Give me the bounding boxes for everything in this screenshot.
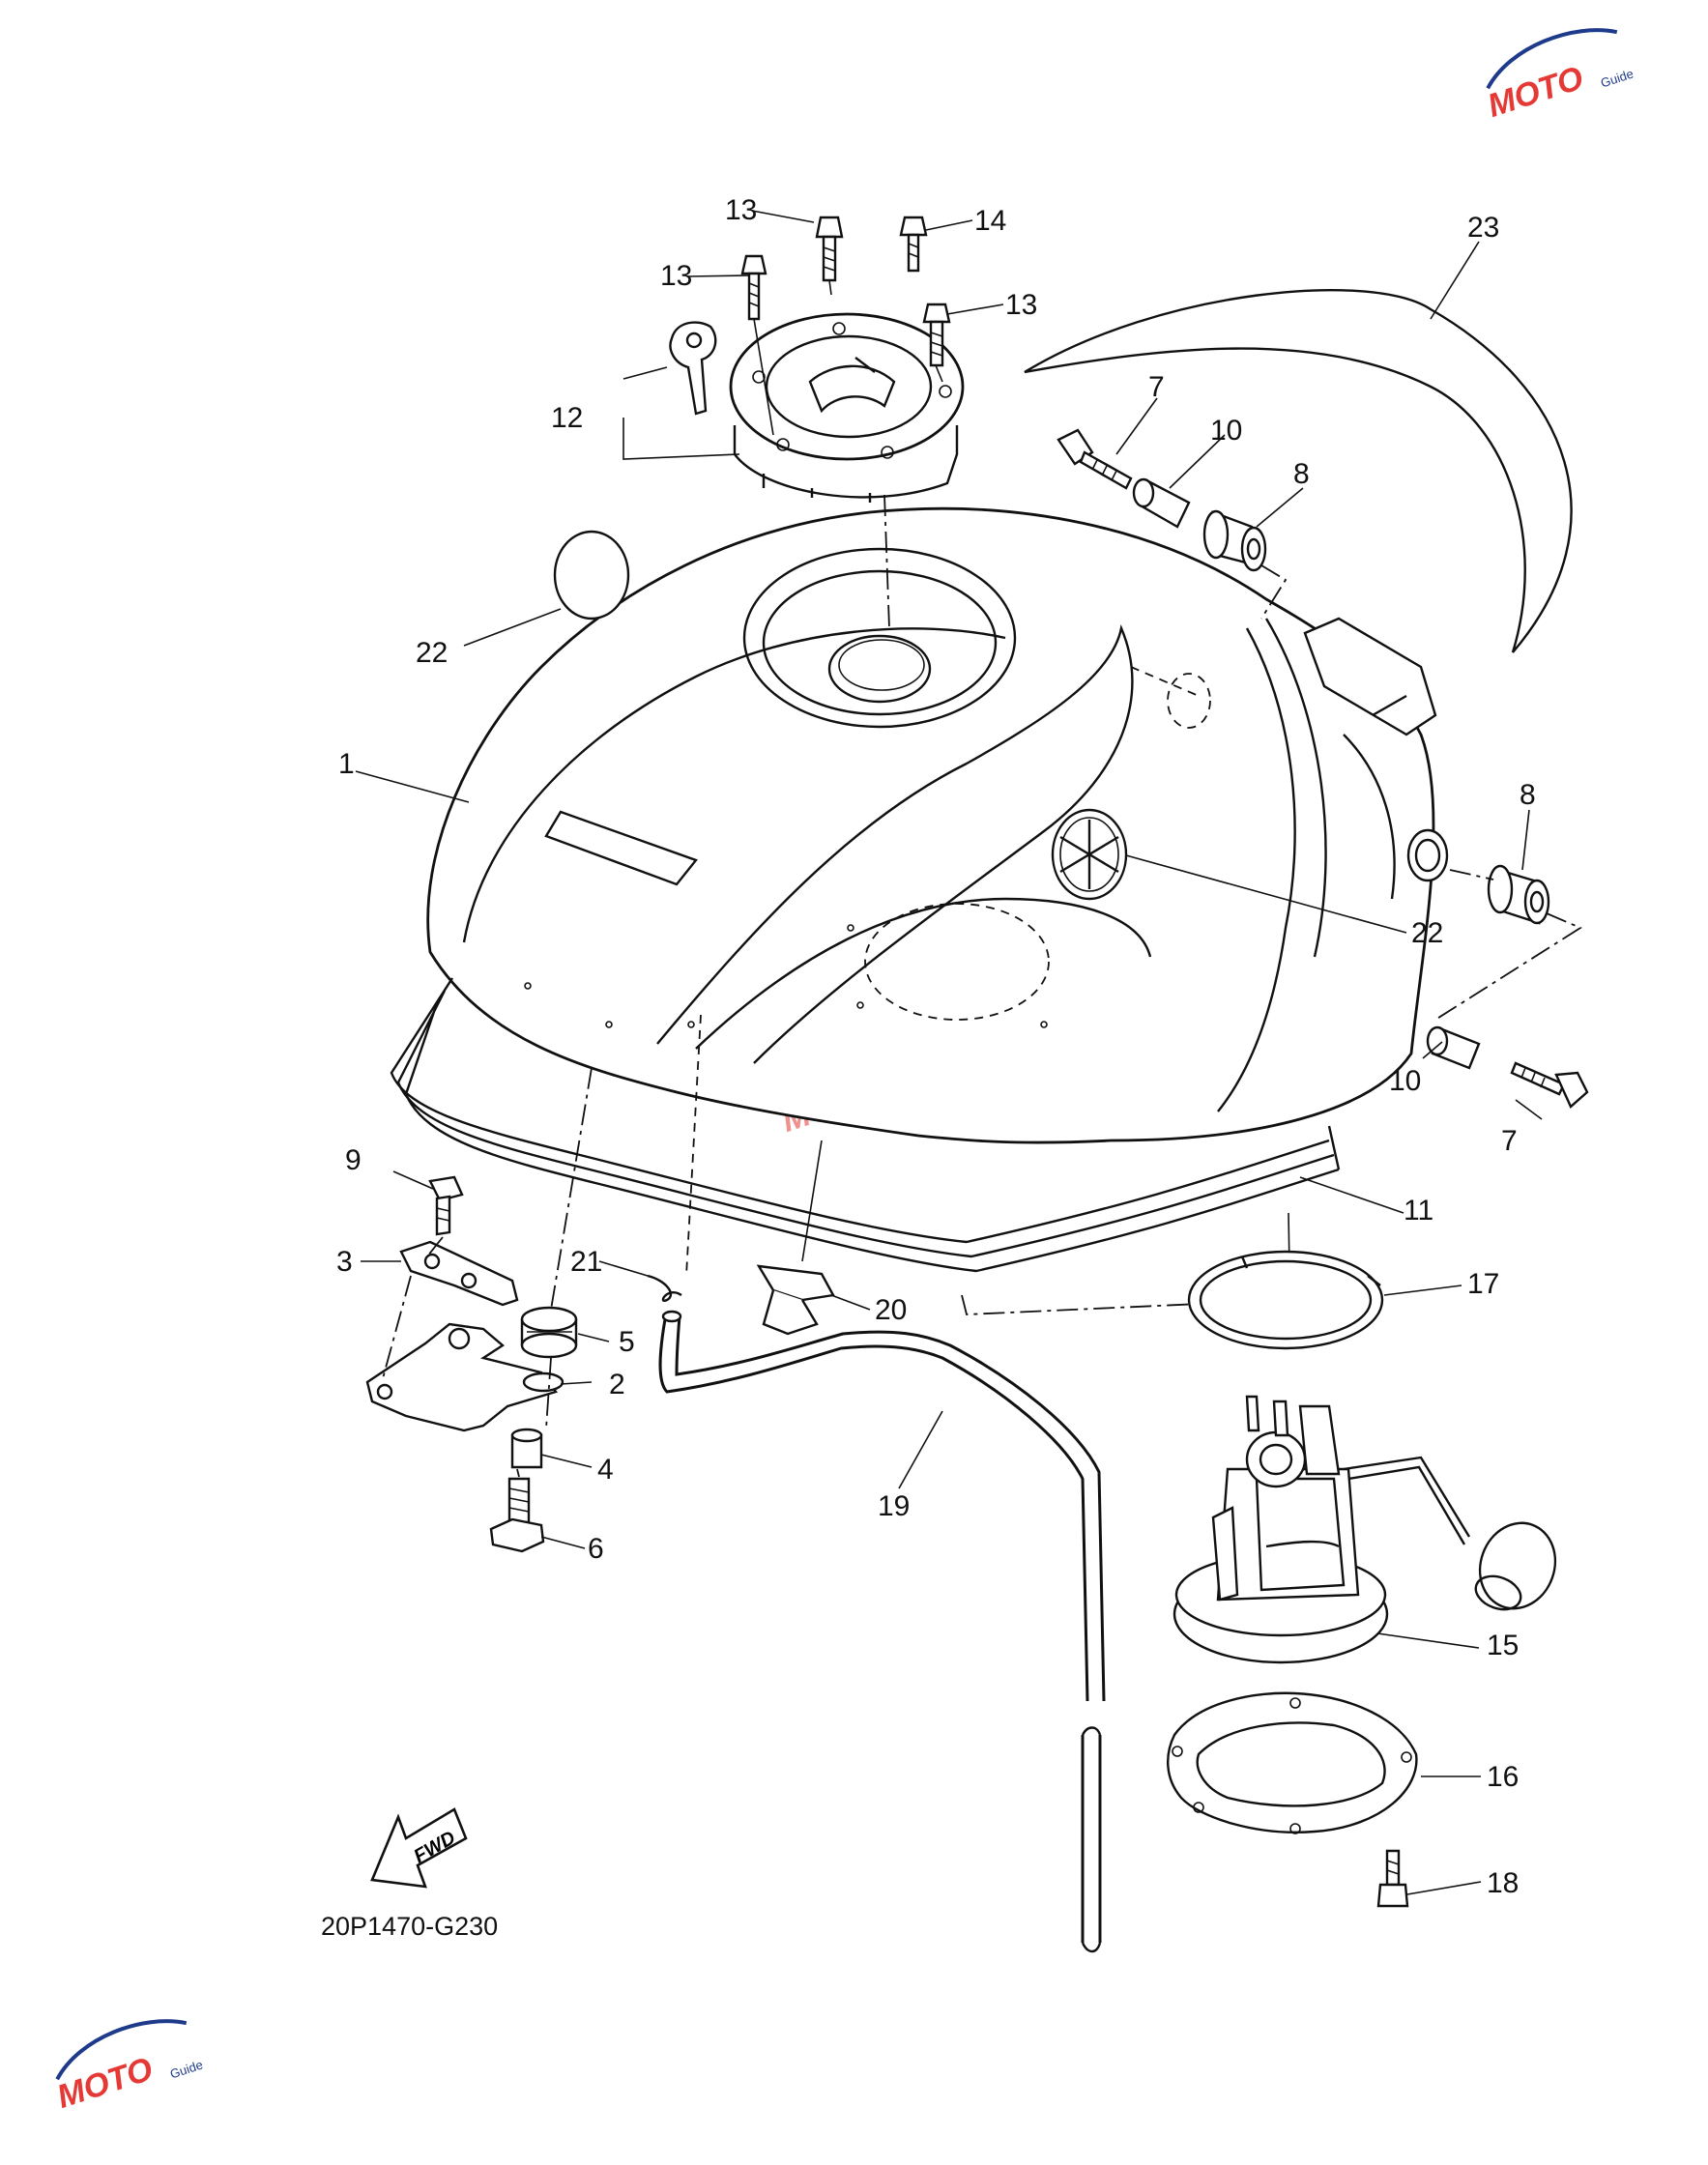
part-22-emblem: [1051, 808, 1128, 901]
part-8-grommet-lower: [1487, 864, 1550, 925]
callout-9: 9: [345, 1144, 362, 1176]
part-2-bracket: [365, 1322, 565, 1432]
callout-4: 4: [597, 1454, 614, 1486]
alignment-line: [753, 318, 774, 436]
alignment-line: [935, 364, 943, 383]
callout-13-left: 13: [660, 260, 692, 292]
part-12-fuel-cap: [729, 312, 965, 503]
part-19-hose: [658, 1310, 1106, 1953]
callout-17: 17: [1467, 1268, 1499, 1300]
callout-12: 12: [551, 402, 583, 434]
callout-20: 20: [875, 1294, 907, 1326]
part-7-bolt-upper: [1057, 428, 1133, 490]
alignment-line: [1260, 564, 1288, 620]
alignment-line: [883, 494, 890, 629]
callout-5: 5: [619, 1326, 635, 1358]
callout-8-upper: 8: [1293, 458, 1310, 490]
callout-15: 15: [1487, 1630, 1519, 1661]
callout-7-lower: 7: [1501, 1125, 1518, 1157]
part-11-damper-strip: [390, 977, 1341, 1273]
alignment-line: [381, 1236, 444, 1383]
part-6-bolt: [489, 1477, 545, 1553]
leader-lines: [355, 210, 1543, 1895]
callout-13-right: 13: [1005, 289, 1037, 321]
part-10-collar-lower: [1426, 1025, 1481, 1070]
callout-10-lower: 10: [1389, 1065, 1421, 1097]
part-13-bolt-c: [922, 303, 951, 367]
callout-7-upper: 7: [1148, 371, 1165, 403]
callout-1: 1: [338, 748, 355, 780]
part-13-bolt-a: [740, 254, 767, 321]
part-18-bolt: [1376, 1849, 1409, 1908]
part-8-grommet-upper: [1202, 509, 1267, 572]
callout-14: 14: [974, 205, 1006, 237]
alignment-line: [516, 1067, 593, 1478]
part-10-collar-upper: [1132, 477, 1191, 529]
part-15-fuel-pump: [1172, 1395, 1557, 1664]
watermark-bottom: MOTO Guide: [52, 2019, 205, 2116]
alignment-line: [1434, 869, 1582, 1021]
part-7-bolt-lower: [1510, 1061, 1589, 1109]
watermark-top: MOTO Guide: [1483, 28, 1636, 125]
callout-8-lower: 8: [1520, 779, 1536, 811]
key-icon: [669, 321, 717, 416]
part-22-disc: [553, 530, 630, 621]
watermark-text: MOTO: [1483, 60, 1587, 125]
drawing-code: 20P1470-G230: [321, 1912, 498, 1941]
callout-23: 23: [1467, 212, 1499, 244]
part-20-clamp: [756, 1264, 835, 1336]
callout-21: 21: [570, 1246, 602, 1278]
callout-labels: 1 2 3 4 5 6 7 7 8 8 9 10 10 11 12 13 13 …: [336, 194, 1536, 1899]
part-16-gasket: [1167, 1691, 1418, 1834]
callout-11: 11: [1404, 1195, 1433, 1227]
callout-22-left: 22: [416, 637, 448, 669]
part-4-collar: [510, 1428, 543, 1469]
callout-10-upper: 10: [1210, 415, 1242, 447]
callout-22-right: 22: [1411, 917, 1443, 949]
part-9-bolt: [428, 1175, 464, 1236]
fwd-arrow-icon: FWD: [370, 1807, 468, 1889]
part-13-bolt-b: [815, 216, 844, 282]
callout-18: 18: [1487, 1867, 1519, 1899]
part-5-damper: [520, 1306, 578, 1359]
part-14-bolt: [899, 216, 928, 273]
alignment-line: [828, 279, 832, 296]
callout-19: 19: [878, 1490, 910, 1522]
callout-6: 6: [588, 1533, 604, 1565]
callout-3: 3: [336, 1246, 353, 1278]
alignment-line: [801, 1140, 823, 1262]
callout-13-top: 13: [725, 194, 757, 226]
part-21-clip: [647, 1274, 682, 1303]
part-3-bracket: [399, 1240, 519, 1307]
callout-16: 16: [1487, 1761, 1519, 1793]
part-1-fuel-tank: [426, 506, 1449, 1144]
part-17-ring: [1187, 1250, 1384, 1350]
part-23-cover: [1024, 289, 1573, 653]
watermark-text: MOTO: [52, 2051, 157, 2116]
callout-2: 2: [609, 1369, 625, 1400]
alignment-line: [961, 1294, 1287, 1315]
watermark-subtext: Guide: [168, 2058, 205, 2082]
watermark-subtext: Guide: [1599, 67, 1636, 91]
alignment-line: [685, 1014, 702, 1277]
